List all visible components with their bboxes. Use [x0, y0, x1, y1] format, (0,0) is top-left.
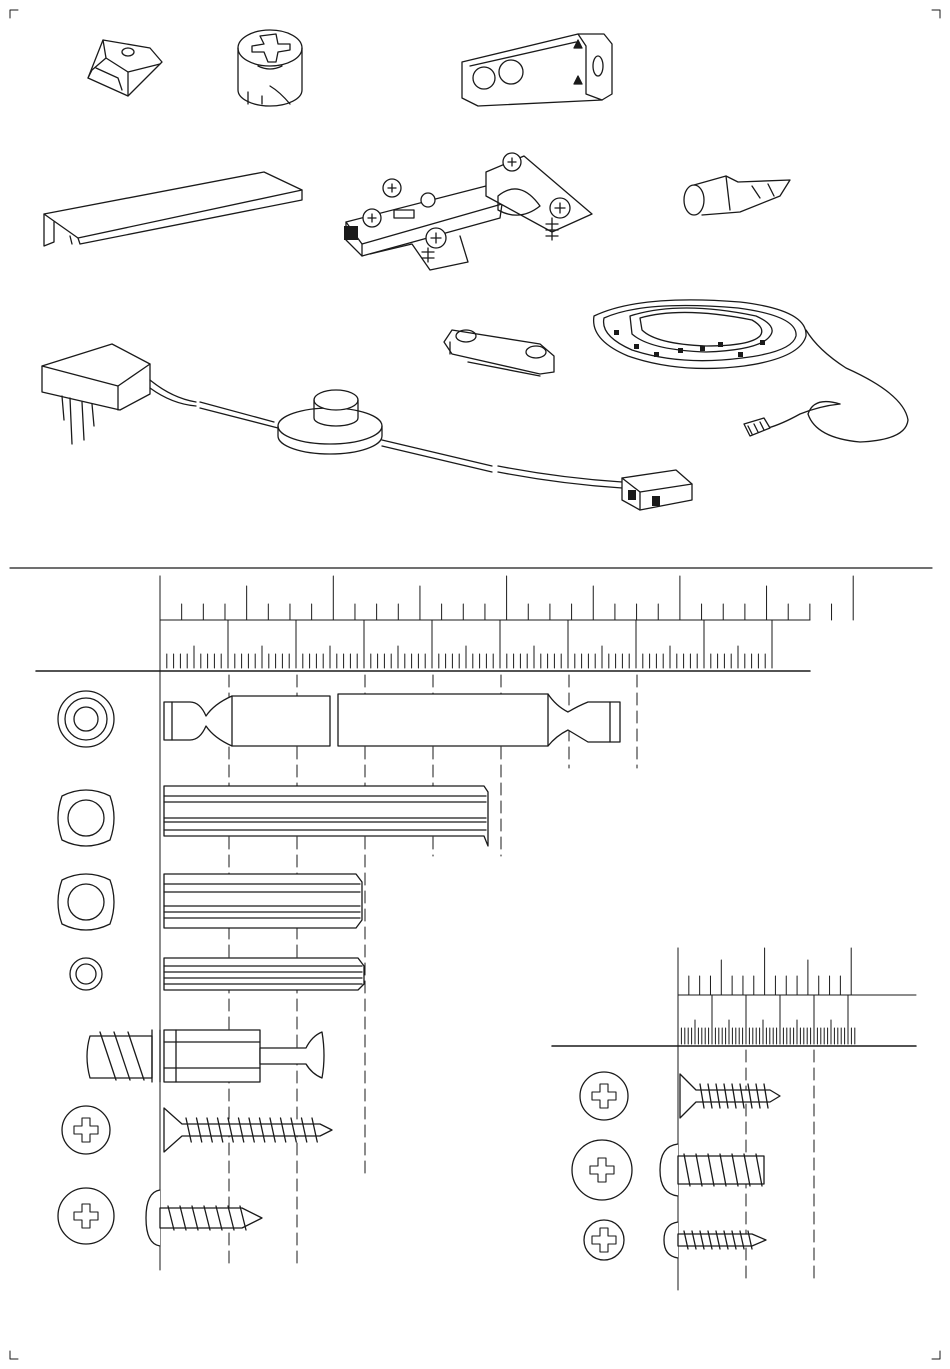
small-dowel-icon [70, 958, 364, 990]
plug-cap-icon [684, 176, 790, 215]
short-pan-screw-icon [572, 1140, 764, 1200]
angle-bracket-icon [462, 34, 612, 106]
spacer-link-icon [444, 330, 554, 376]
pan-head-screw-icon [58, 1188, 262, 1246]
aluminium-profile-icon [44, 172, 302, 246]
led-strip-icon [594, 300, 908, 442]
small-countersunk-screw-icon [580, 1072, 780, 1120]
hinge-icon [344, 153, 592, 270]
clip-bracket-icon [88, 40, 162, 96]
countersunk-screw-icon [62, 1106, 332, 1154]
small-pan-screw-icon [584, 1220, 766, 1260]
connector-bolt-icon [58, 691, 620, 747]
cam-bolt-icon [87, 1030, 324, 1082]
adapter-with-switch-and-splitter-icon [42, 344, 692, 510]
long-dowel-icon [58, 786, 488, 846]
cam-lock-icon [238, 30, 302, 106]
medium-dowel-icon [58, 874, 362, 930]
